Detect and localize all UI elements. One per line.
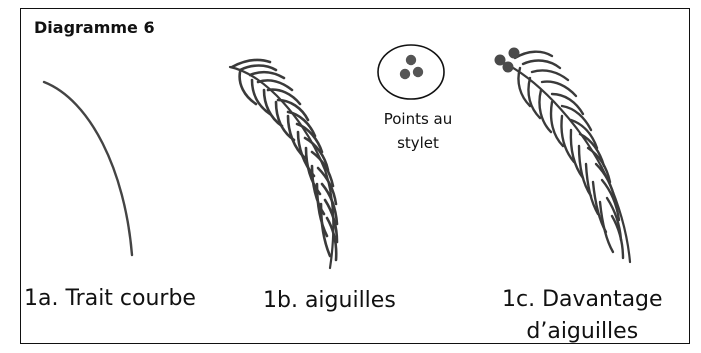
curved-stroke bbox=[42, 80, 134, 257]
stylus-dot bbox=[412, 66, 424, 78]
stylus-dot bbox=[399, 68, 411, 80]
caption-curved-stroke: 1a. Trait courbe bbox=[24, 286, 196, 311]
more-needles-branch bbox=[500, 50, 632, 264]
caption-more-needles-line1: 1c. Davantage bbox=[502, 287, 663, 312]
stylus-dots-label-line2: stylet bbox=[397, 134, 439, 152]
stylus-dots-label-line1: Points au bbox=[383, 110, 453, 128]
branch-dot bbox=[502, 61, 514, 73]
caption-needles: 1b. aiguilles bbox=[263, 288, 396, 313]
needles-branch bbox=[228, 58, 339, 270]
diagram-title: Diagramme 6 bbox=[34, 18, 155, 37]
dots-oval bbox=[377, 44, 445, 100]
caption-more-needles-line2: d’aiguilles bbox=[526, 319, 639, 344]
branch-dot bbox=[494, 54, 506, 66]
stylus-dots-label: Points au stylet bbox=[372, 107, 464, 155]
caption-more-needles: 1c. Davantage d’aiguilles bbox=[502, 284, 663, 348]
branch-dot bbox=[508, 47, 520, 59]
stylus-dot bbox=[405, 54, 417, 66]
diagram-frame bbox=[20, 8, 690, 344]
